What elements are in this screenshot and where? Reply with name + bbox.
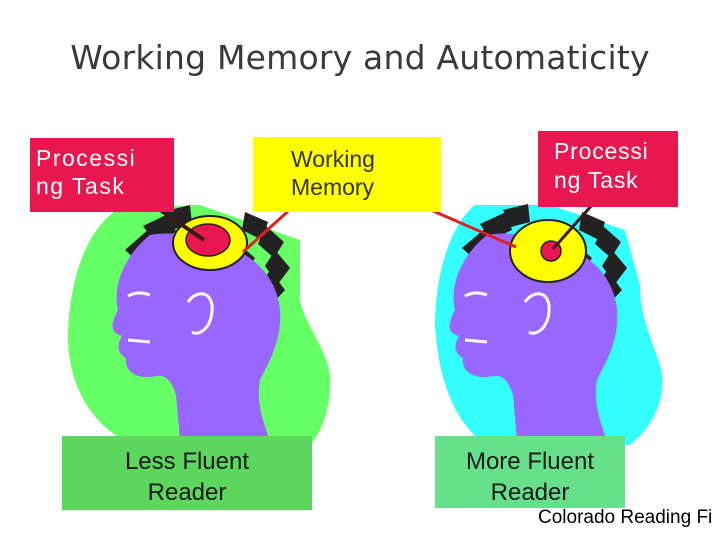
less-fluent-line2: Reader — [147, 479, 227, 507]
left-head — [112, 233, 281, 440]
slide-title: Working Memory and Automaticity — [70, 38, 650, 77]
left-processing-dot — [185, 223, 231, 257]
processing-task-left-line2: ng Task — [36, 173, 126, 200]
right-figure — [435, 204, 663, 445]
more-fluent-line2: Reader — [490, 479, 570, 507]
right-head — [449, 233, 618, 440]
more-fluent-reader-label: More Fluent Reader — [435, 436, 625, 508]
processing-task-left-line1: Processi — [36, 145, 137, 171]
processing-task-right-line1: Processi — [554, 138, 649, 164]
source-credit: Colorado Reading Fi — [538, 507, 713, 528]
processing-task-label-right: Processi ng Task — [538, 131, 678, 207]
less-fluent-reader-label: Less Fluent Reader — [62, 436, 312, 510]
processing-task-label-left: Processi ng Task — [30, 138, 174, 212]
working-memory-label: Working Memory — [253, 137, 441, 212]
more-fluent-line1: More Fluent — [465, 448, 595, 475]
working-memory-line2: Memory — [291, 174, 375, 201]
left-figure — [68, 205, 331, 455]
working-memory-line1: Working — [291, 146, 375, 172]
less-fluent-line1: Less Fluent — [124, 448, 250, 475]
processing-task-right-line2: ng Task — [554, 166, 639, 193]
